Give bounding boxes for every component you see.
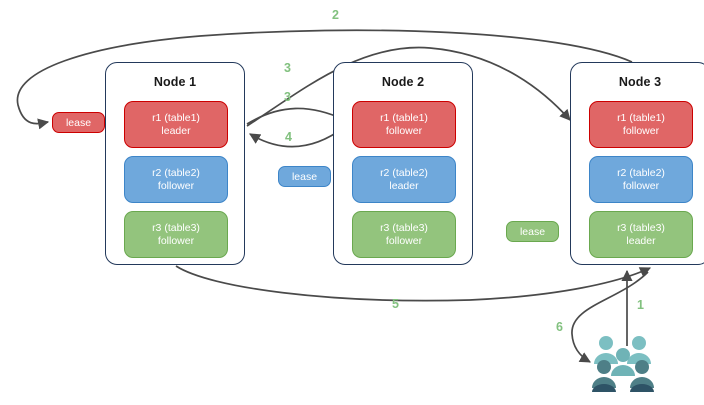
replica-role: leader — [626, 234, 656, 247]
edge-label-3-lower: 3 — [284, 90, 291, 104]
edge-label-4: 4 — [285, 130, 292, 144]
edge-3-lower-path — [246, 107, 347, 125]
edge-label-1: 1 — [637, 298, 644, 312]
replica-role: follower — [157, 179, 195, 192]
replica-node1-r3[interactable]: r3 (table3) follower — [124, 211, 228, 258]
lease-label: lease — [519, 225, 546, 238]
edge-5-path — [175, 265, 652, 302]
edge-4-path — [249, 125, 347, 148]
replica-role: follower — [385, 124, 423, 137]
user-center — [611, 348, 635, 376]
node-title-node3: Node 3 — [618, 75, 662, 89]
edge-label-2: 2 — [332, 8, 339, 22]
replica-node3-r1[interactable]: r1 (table1) follower — [589, 101, 693, 148]
users-group-icon — [592, 336, 654, 392]
replica-role: follower — [622, 124, 660, 137]
replica-node1-r1[interactable]: r1 (table1) leader — [124, 101, 228, 148]
replica-role: follower — [157, 234, 195, 247]
replica-node3-r3[interactable]: r3 (table3) leader — [589, 211, 693, 258]
lease-label: lease — [65, 116, 92, 129]
replica-role: follower — [622, 179, 660, 192]
node-title-node1: Node 1 — [153, 75, 197, 89]
lease-label: lease — [291, 170, 318, 183]
replica-node1-r2[interactable]: r2 (table2) follower — [124, 156, 228, 203]
lease-chip-blue[interactable]: lease — [278, 166, 331, 187]
lease-chip-green[interactable]: lease — [506, 221, 559, 242]
replica-node2-r3[interactable]: r3 (table3) follower — [352, 211, 456, 258]
replica-name: r3 (table3) — [152, 221, 200, 234]
node-container-node3[interactable]: Node 3 r1 (table1) follower r2 (table2) … — [570, 62, 704, 265]
replica-role: leader — [161, 124, 191, 137]
node-container-node1[interactable]: Node 1 r1 (table1) leader r2 (table2) fo… — [105, 62, 245, 265]
replica-role: leader — [389, 179, 419, 192]
node-title-node2: Node 2 — [381, 75, 425, 89]
replica-role: follower — [385, 234, 423, 247]
replica-node3-r2[interactable]: r2 (table2) follower — [589, 156, 693, 203]
replica-name: r2 (table2) — [152, 166, 200, 179]
node-container-node2[interactable]: Node 2 r1 (table1) follower r2 (table2) … — [333, 62, 473, 265]
users-front-row — [592, 384, 654, 392]
edge-label-5: 5 — [392, 297, 399, 311]
replica-name: r3 (table3) — [617, 221, 665, 234]
replica-name: r2 (table2) — [380, 166, 428, 179]
replica-name: r2 (table2) — [617, 166, 665, 179]
replica-name: r3 (table3) — [380, 221, 428, 234]
replica-node2-r1[interactable]: r1 (table1) follower — [352, 101, 456, 148]
edge-label-6: 6 — [556, 320, 563, 334]
replica-name: r1 (table1) — [617, 111, 665, 124]
replica-name: r1 (table1) — [380, 111, 428, 124]
replica-node2-r2[interactable]: r2 (table2) leader — [352, 156, 456, 203]
lease-chip-red[interactable]: lease — [52, 112, 105, 133]
edge-label-3-upper: 3 — [284, 61, 291, 75]
replica-name: r1 (table1) — [152, 111, 200, 124]
